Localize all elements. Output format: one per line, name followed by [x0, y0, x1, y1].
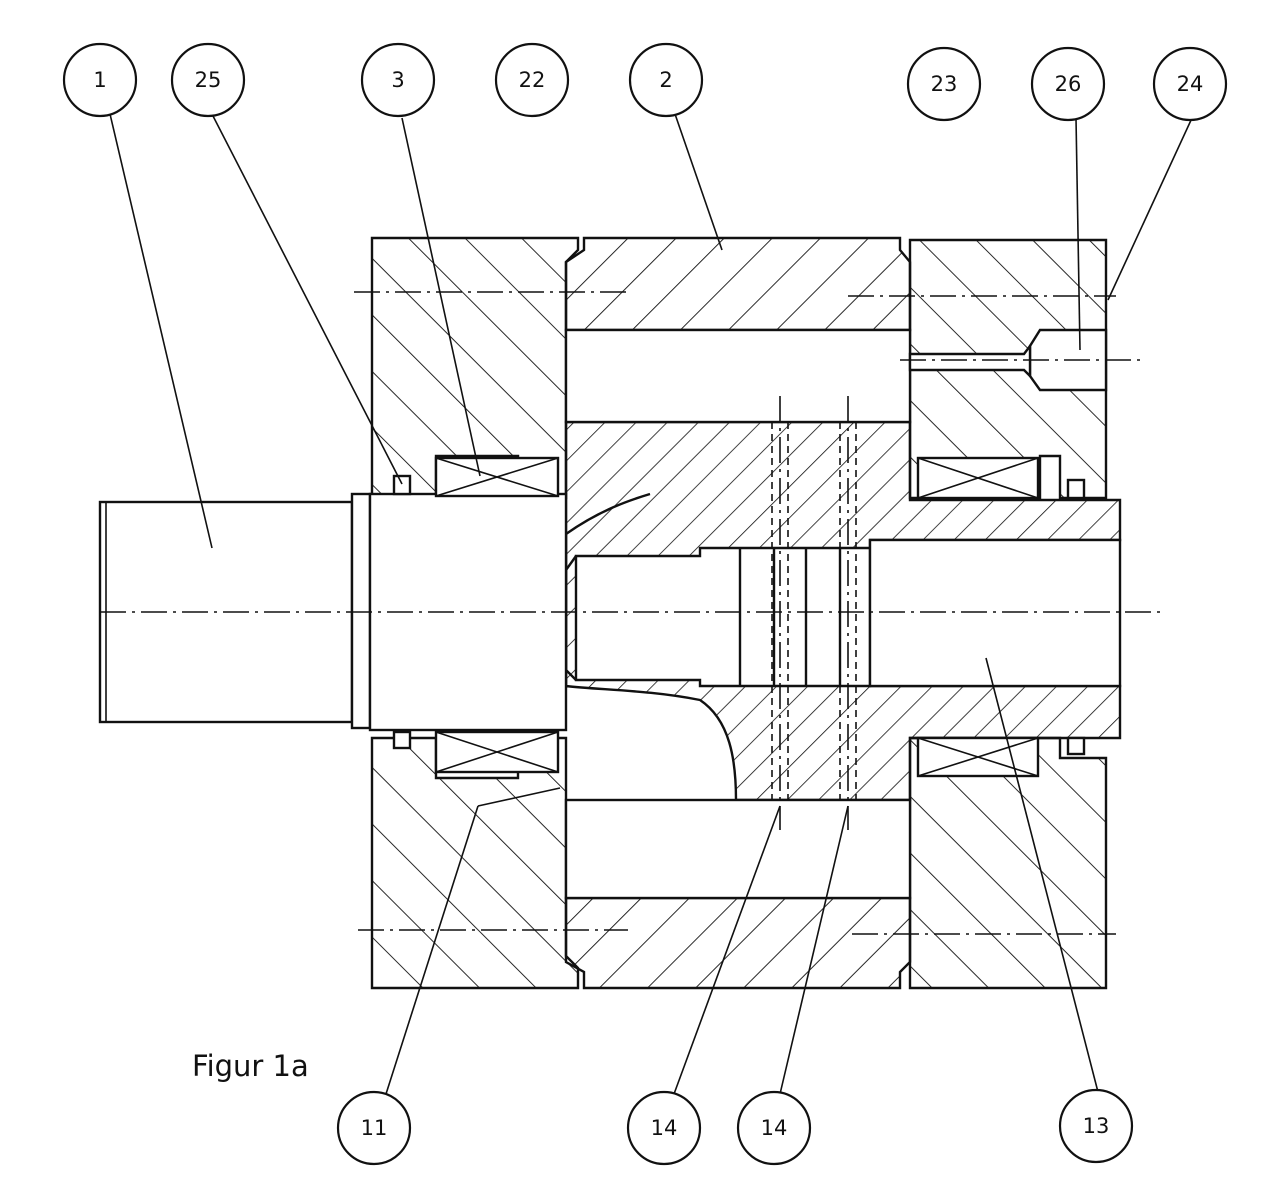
svg-text:3: 3 — [391, 68, 404, 92]
drive-shaft — [100, 494, 566, 730]
upper-chamber — [566, 330, 910, 422]
svg-text:14: 14 — [761, 1116, 788, 1140]
svg-text:13: 13 — [1083, 1114, 1110, 1138]
svg-text:2: 2 — [659, 68, 672, 92]
callout-1: 1 — [64, 44, 136, 116]
callout-23: 23 — [908, 48, 980, 120]
callout-2: 2 — [630, 44, 702, 116]
callout-3: 3 — [362, 44, 434, 116]
svg-text:22: 22 — [519, 68, 546, 92]
lower-chamber — [566, 800, 910, 898]
figure-caption: Figur 1a — [192, 1049, 309, 1083]
svg-text:14: 14 — [651, 1116, 678, 1140]
callout-22: 22 — [496, 44, 568, 116]
callout-25: 25 — [172, 44, 244, 116]
callout-14-left: 14 — [628, 1092, 700, 1164]
svg-text:24: 24 — [1177, 72, 1204, 96]
callout-11: 11 — [338, 1092, 410, 1164]
svg-text:25: 25 — [195, 68, 222, 92]
svg-text:1: 1 — [93, 68, 106, 92]
callout-13: 13 — [1060, 1090, 1132, 1162]
inner-bore — [566, 540, 1120, 686]
callout-14-right: 14 — [738, 1092, 810, 1164]
svg-text:23: 23 — [931, 72, 958, 96]
svg-text:26: 26 — [1055, 72, 1082, 96]
svg-text:11: 11 — [361, 1116, 388, 1140]
callout-24: 24 — [1154, 48, 1226, 120]
callout-26: 26 — [1032, 48, 1104, 120]
